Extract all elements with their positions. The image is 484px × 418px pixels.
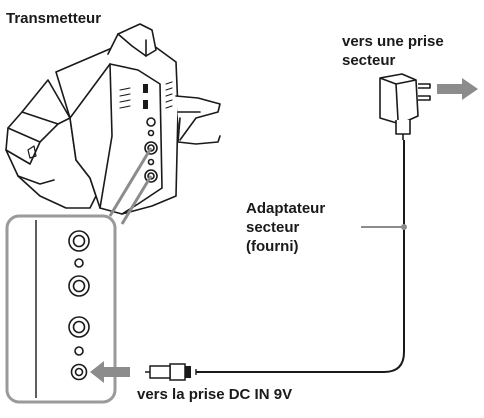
outlet-label: vers une prise secteur <box>342 32 444 70</box>
dc-plug-icon <box>145 363 186 381</box>
adapter-label-line-2: secteur <box>246 219 300 236</box>
dc-in-label: vers la prise DC IN 9V <box>137 386 293 403</box>
jack-connectors <box>68 230 90 381</box>
outlet-label-line-2: secteur <box>342 52 396 69</box>
jack-panel <box>5 214 117 404</box>
dc-in-arrow-icon <box>90 361 130 383</box>
zoom-callout-lines <box>108 147 153 225</box>
transmitter-label: Transmetteur <box>6 10 102 27</box>
adapter-leader-line <box>361 224 407 230</box>
power-cable <box>183 140 405 378</box>
adapter-label-line-1: Adaptateur <box>246 200 326 217</box>
outlet-arrow-icon <box>437 78 478 100</box>
adapter-label: Adaptateur secteur (fourni) <box>246 199 325 256</box>
outlet-label-line-1: vers une prise <box>342 33 444 50</box>
ac-adapter-icon <box>379 73 431 140</box>
adapter-label-line-3: (fourni) <box>246 238 299 255</box>
transmitter-unit <box>5 23 221 215</box>
